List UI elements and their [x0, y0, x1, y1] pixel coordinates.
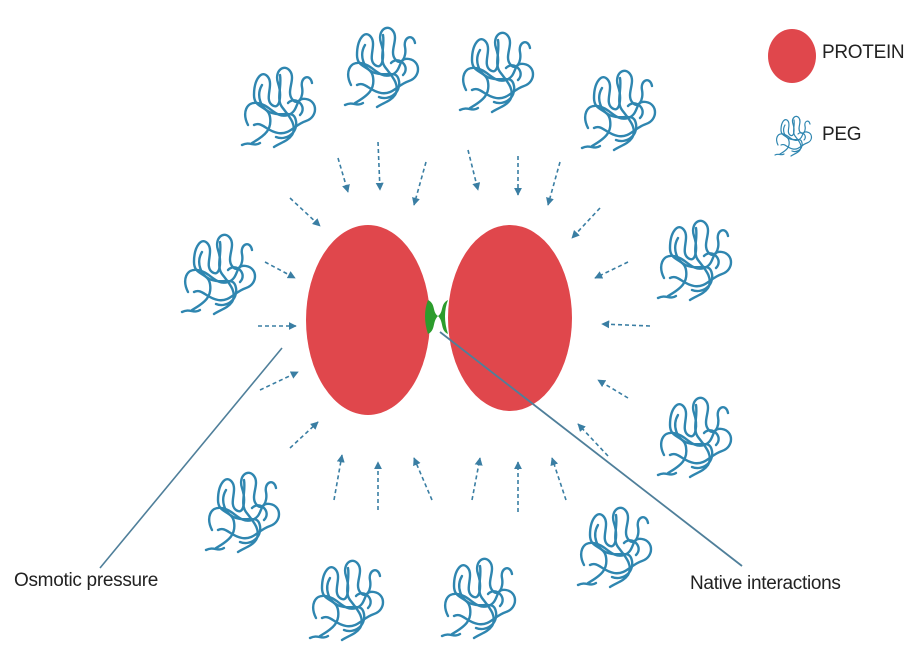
legend-peg-icon — [775, 116, 812, 156]
native-contact — [425, 300, 448, 334]
protein-right — [448, 225, 572, 411]
legend-protein-label: PROTEIN — [822, 42, 904, 64]
native-interactions-label: Native interactions — [690, 573, 841, 595]
protein-left — [306, 225, 430, 415]
legend-protein-icon — [768, 29, 816, 83]
osmotic-pressure-label: Osmotic pressure — [14, 570, 158, 592]
legend-peg-label: PEG — [822, 124, 861, 146]
